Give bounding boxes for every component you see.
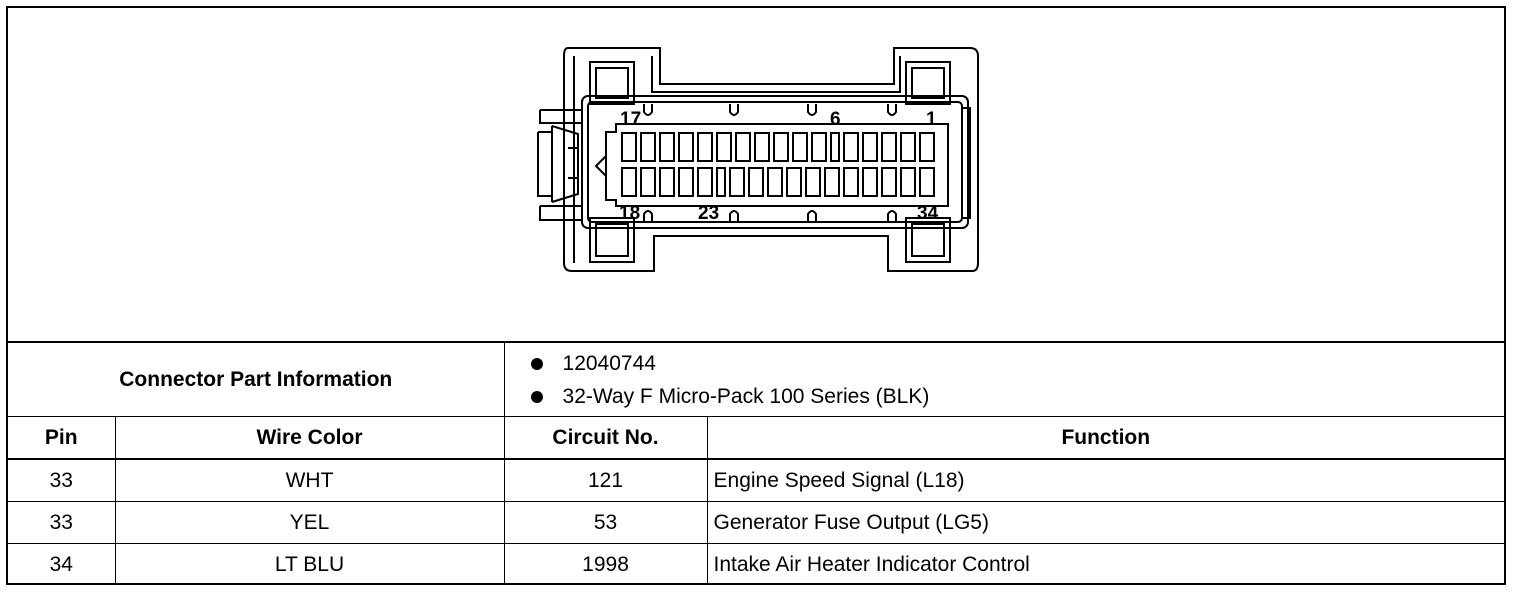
pin-cavity [716,132,732,162]
header-circuit: Circuit No. [503,416,708,460]
pin-cavity [919,132,935,162]
pin-cavity [919,167,935,197]
pin-cavity [748,167,764,197]
part-info-label: Connector Part Information [8,341,505,417]
connector-pinout-table: Connector Part Information 12040744 32-W… [8,341,1505,585]
pin-cavity [773,132,789,162]
pin-cavity [678,132,694,162]
bullet-icon [530,357,543,370]
pin-cavity [678,167,694,197]
pin-cavity [843,167,859,197]
pin-label-23: 23 [698,203,719,224]
wire-color-cell: WHT [114,458,505,502]
pin-cavity [659,132,675,162]
pin-cell: 34 [8,543,116,585]
pin-cavity [811,132,827,162]
pin-cavity [659,167,675,197]
connector-face-diagram: 17 6 1 18 23 34 [537,47,979,272]
pin-cavity [640,167,656,197]
table-row: 34 LT BLU 1998 Intake Air Heater Indicat… [8,543,1505,585]
header-wire-color: Wire Color [114,416,505,460]
pin-label-17: 17 [620,109,641,130]
pin-cavity [881,167,897,197]
pin-label-6: 6 [830,109,841,130]
connector-drawing-area: 17 6 1 18 23 34 [8,8,1504,341]
pin-label-18: 18 [619,203,640,224]
pin-cavity [881,132,897,162]
function-cell: Intake Air Heater Indicator Control [706,543,1505,585]
pin-cavity [786,167,802,197]
function-cell: Generator Fuse Output (LG5) [706,501,1505,544]
pin-cavity [805,167,821,197]
table-row: 33 YEL 53 Generator Fuse Output (LG5) [8,501,1505,544]
pin-cavity [729,167,745,197]
pin-cavity [792,132,808,162]
part-info-row: Connector Part Information 12040744 32-W… [8,341,1505,417]
table-header-row: Pin Wire Color Circuit No. Function [8,416,1505,460]
pin-cavity [900,132,916,162]
pin-cavity [824,167,840,197]
pin-cavity [862,167,878,197]
pin-cavity [621,132,637,162]
pin-cavity [862,132,878,162]
bullet-icon [530,390,543,403]
pin-cavity [900,167,916,197]
table-row: 33 WHT 121 Engine Speed Signal (L18) [8,458,1505,502]
function-cell: Engine Speed Signal (L18) [706,458,1505,502]
circuit-cell: 1998 [503,543,708,585]
pin-cavity [735,132,751,162]
circuit-cell: 53 [503,501,708,544]
pin-label-34: 34 [917,203,939,224]
wire-color-cell: YEL [114,501,505,544]
wire-color-cell: LT BLU [114,543,505,585]
circuit-cell: 121 [503,458,708,502]
pin-cavity [843,132,859,162]
pin-cell: 33 [8,501,116,544]
connector-end-view-frame: 17 6 1 18 23 34 Connector Part Informati… [6,6,1506,585]
header-function: Function [706,416,1505,460]
connector-description: 32-Way F Micro-Pack 100 Series (BLK) [562,384,930,408]
pin-cavity [697,167,713,197]
header-pin: Pin [8,416,116,460]
pin-cavity [754,132,770,162]
pin-cavity [697,132,713,162]
pin-cavity [621,167,637,197]
part-number-item: 12040744 [527,347,1499,380]
pin-cavity [830,132,840,162]
part-info-values: 12040744 32-Way F Micro-Pack 100 Series … [503,341,1505,417]
pin-cavity [716,167,726,197]
part-number: 12040744 [562,351,656,375]
pin-label-1: 1 [926,109,937,130]
pin-cavity [640,132,656,162]
connector-description-item: 32-Way F Micro-Pack 100 Series (BLK) [527,380,1499,413]
pin-cell: 33 [8,458,116,502]
pin-cavity [767,167,783,197]
